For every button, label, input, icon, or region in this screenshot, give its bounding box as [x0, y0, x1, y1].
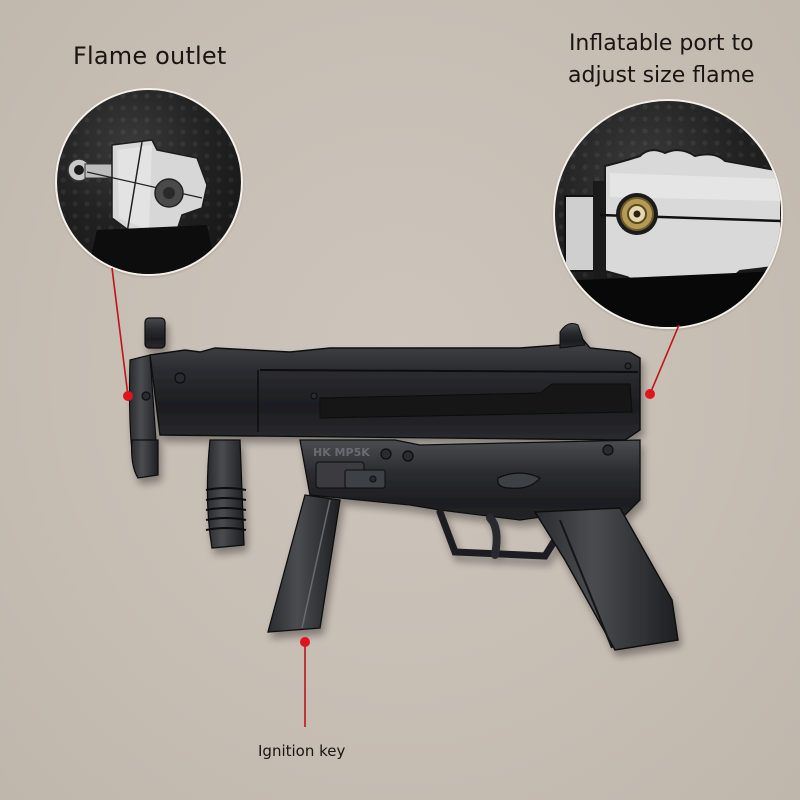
flame-outlet-leader-line — [111, 267, 129, 397]
inflatable-port-zoom-inset — [553, 99, 783, 329]
inflatable-port-label: Inflatable port to adjust size flame — [568, 28, 755, 92]
flame-outlet-zoom-inset — [55, 88, 243, 276]
inflatable-port-detail-illustration — [555, 149, 781, 327]
inflatable-port-leader-line — [649, 324, 680, 395]
flame-outlet-detail-illustration — [67, 139, 217, 274]
inflatable-port-marker-dot — [645, 389, 655, 399]
inflatable-port-label-line2: adjust size flame — [568, 63, 755, 88]
hk-mp5k-engraving: HK MP5K — [313, 446, 370, 459]
flame-outlet-marker-dot — [123, 391, 133, 401]
ignition-key-label: Ignition key — [258, 742, 346, 760]
gun-body: HK MP5K — [128, 317, 679, 651]
leader-lines — [111, 267, 680, 727]
flame-outlet-label: Flame outlet — [73, 42, 227, 70]
ignition-key-marker-dot — [300, 637, 310, 647]
inflatable-port-label-line1: Inflatable port to — [568, 31, 754, 56]
